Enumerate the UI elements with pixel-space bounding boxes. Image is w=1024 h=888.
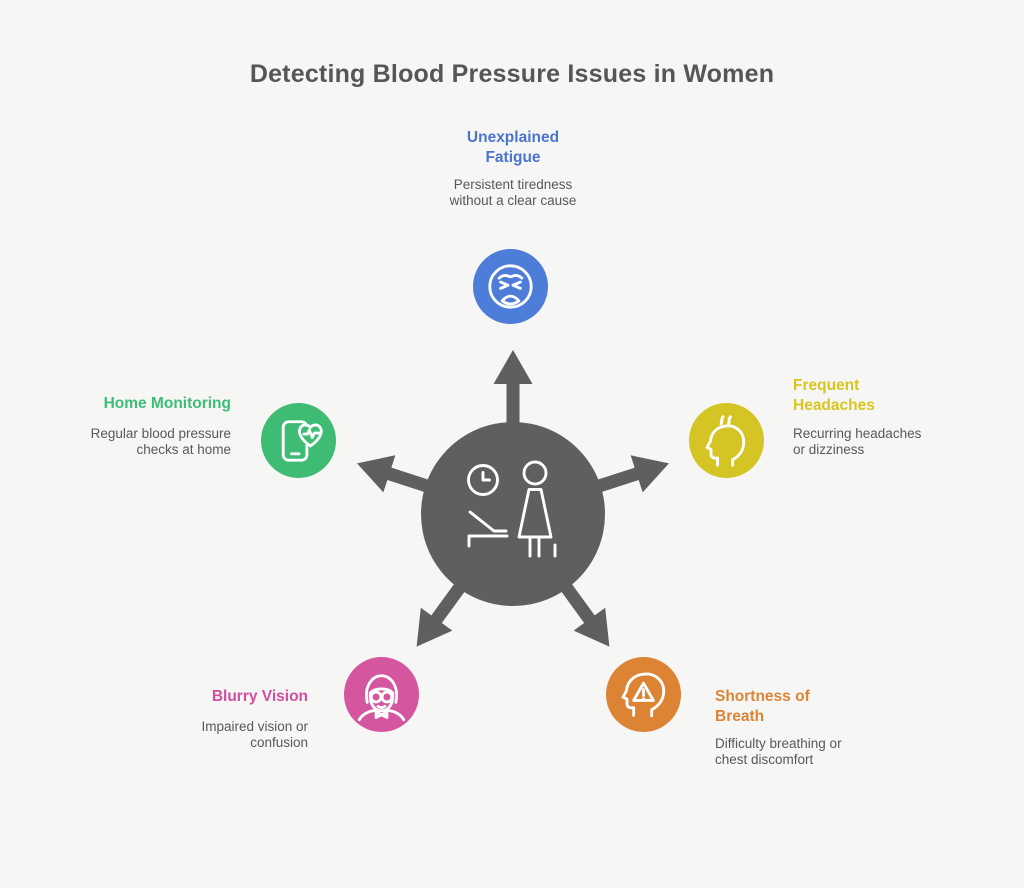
woman-figure-icon <box>517 460 557 558</box>
node-label-home-monitoring: Home Monitoring <box>103 395 231 412</box>
headache-head-icon <box>705 415 746 467</box>
page-title: Detecting Blood Pressure Issues in Women <box>249 60 775 88</box>
node-circle-blurry-vision <box>344 657 419 732</box>
woman-glasses-icon <box>357 674 406 722</box>
node-desc-shortness-of-breath: Difficulty breathing or chest discomfort <box>715 736 842 767</box>
node-label-frequent-headaches: Frequent Headaches <box>793 377 875 414</box>
node-label-unexplained-fatigue: Unexplained Fatigue <box>466 129 560 166</box>
head-warning-icon <box>621 672 666 718</box>
node-desc-unexplained-fatigue: Persistent tiredness without a clear cau… <box>449 177 577 208</box>
node-label-shortness-of-breath: Shortness of Breath <box>715 688 810 725</box>
hub-circle <box>421 422 605 606</box>
node-circle-frequent-headaches <box>689 403 764 478</box>
node-desc-home-monitoring: Regular blood pressure checks at home <box>90 426 231 457</box>
weary-face-icon <box>488 264 533 309</box>
node-desc-blurry-vision: Impaired vision or confusion <box>201 719 308 750</box>
node-desc-frequent-headaches: Recurring headaches or dizziness <box>793 426 922 457</box>
node-circle-shortness-of-breath <box>606 657 681 732</box>
node-circle-unexplained-fatigue <box>473 249 548 324</box>
center-hub-diagram <box>357 350 669 647</box>
patient-checkup-icon <box>467 460 557 558</box>
phone-heartbeat-icon <box>281 420 323 462</box>
node-label-blurry-vision: Blurry Vision <box>211 688 308 705</box>
recliner-chair-icon <box>467 510 509 548</box>
node-circle-home-monitoring <box>261 403 336 478</box>
clock-icon <box>467 464 499 496</box>
